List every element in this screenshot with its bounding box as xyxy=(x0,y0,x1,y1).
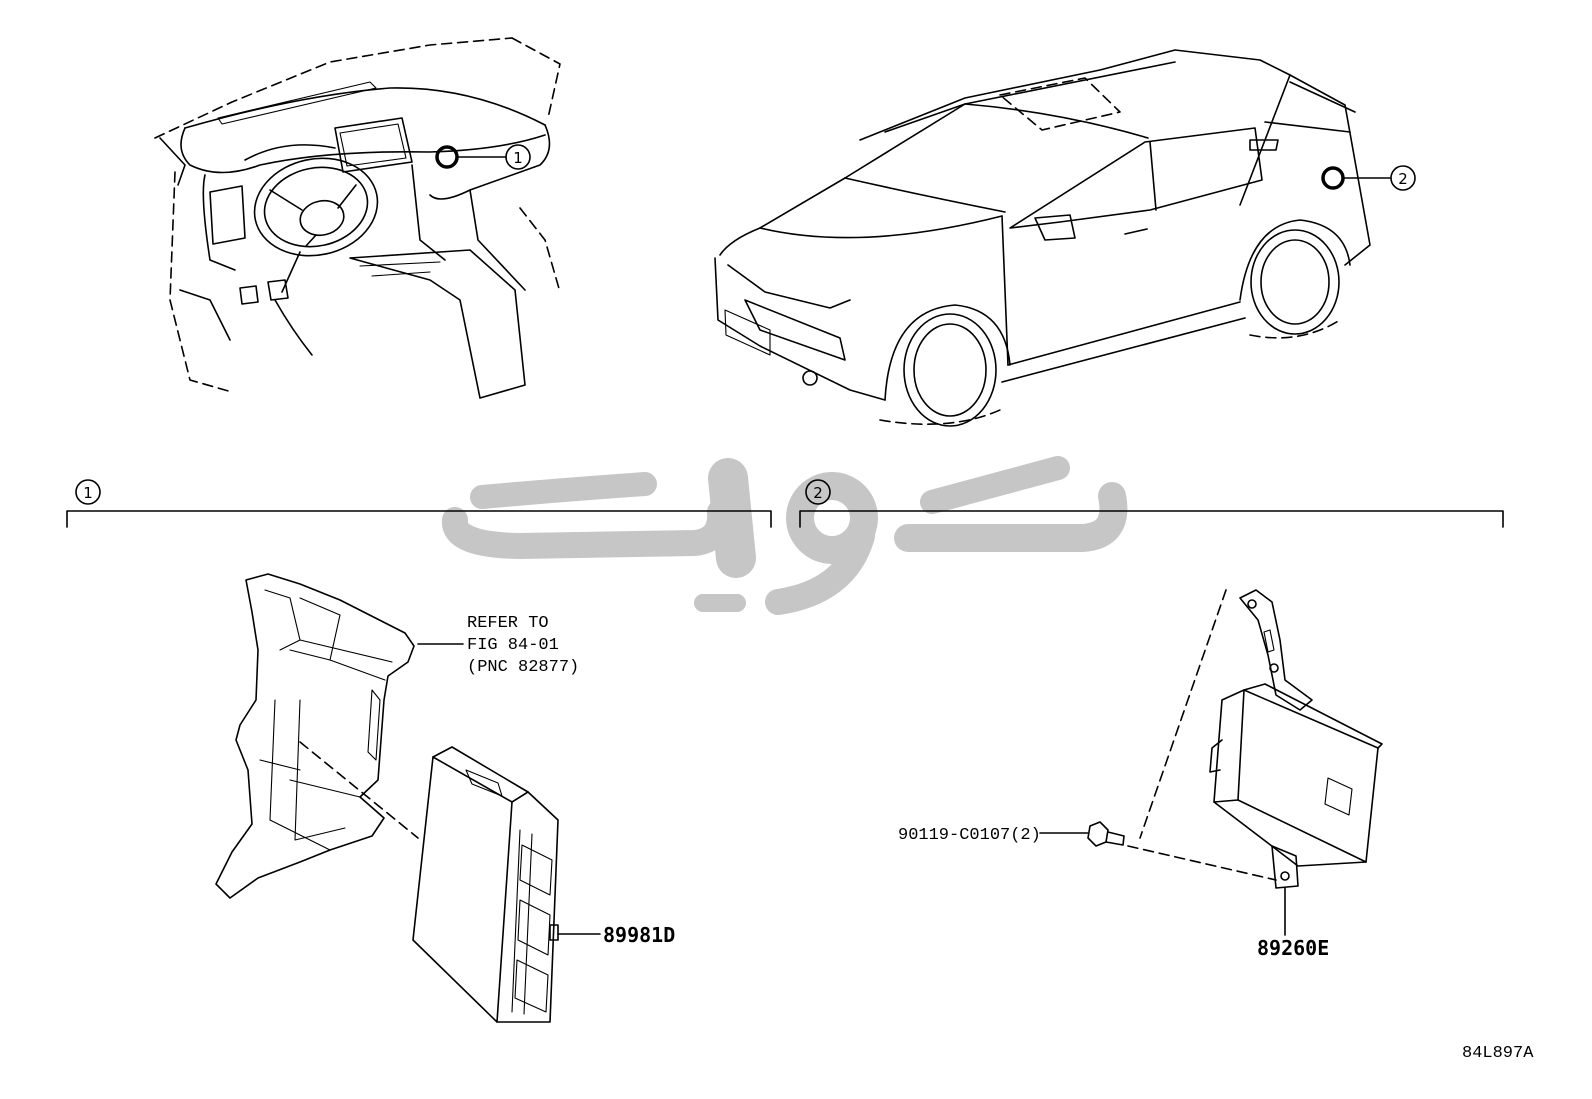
dashboard-location-marker xyxy=(435,145,507,169)
callout-1-number: 1 xyxy=(513,149,523,167)
part-label-bolt: 90119-C0107(2) xyxy=(898,826,1041,845)
ecu-89260e: 89260E xyxy=(1209,683,1383,960)
bolt-90119-c0107: 90119-C0107(2) xyxy=(898,821,1125,847)
figure-code: 84L897A xyxy=(1462,1044,1534,1063)
section-1-header: 1 xyxy=(66,479,772,528)
callout-1: 1 xyxy=(505,144,531,170)
refer-note-line-1: REFER TO xyxy=(467,614,549,633)
section-2-header: 2 xyxy=(799,479,1504,528)
vehicle-illustration xyxy=(714,49,1371,427)
dashboard-illustration xyxy=(154,37,561,399)
ecu-bracket-strip xyxy=(1239,589,1313,711)
callout-2: 2 xyxy=(1390,165,1416,191)
ecu-89981d: 89981D xyxy=(412,746,675,1023)
refer-note-line-2: FIG 84-01 xyxy=(467,636,559,655)
watermark-logo xyxy=(441,456,1128,615)
section-2-bracket xyxy=(799,510,1504,528)
section-2-number: 2 xyxy=(813,484,823,502)
callout-2-number: 2 xyxy=(1398,170,1408,188)
section-1-number: 1 xyxy=(83,484,93,502)
part-label-89981d: 89981D xyxy=(603,923,675,947)
vehicle-location-marker xyxy=(1321,166,1391,190)
mounting-bracket-reference xyxy=(215,573,419,899)
part-label-89260e: 89260E xyxy=(1257,936,1329,960)
refer-note-line-3: (PNC 82877) xyxy=(467,658,579,677)
section-1-bracket xyxy=(66,510,772,528)
assembly-guide-lines xyxy=(1127,589,1277,881)
refer-note: REFER TO FIG 84-01 (PNC 82877) xyxy=(417,614,579,677)
